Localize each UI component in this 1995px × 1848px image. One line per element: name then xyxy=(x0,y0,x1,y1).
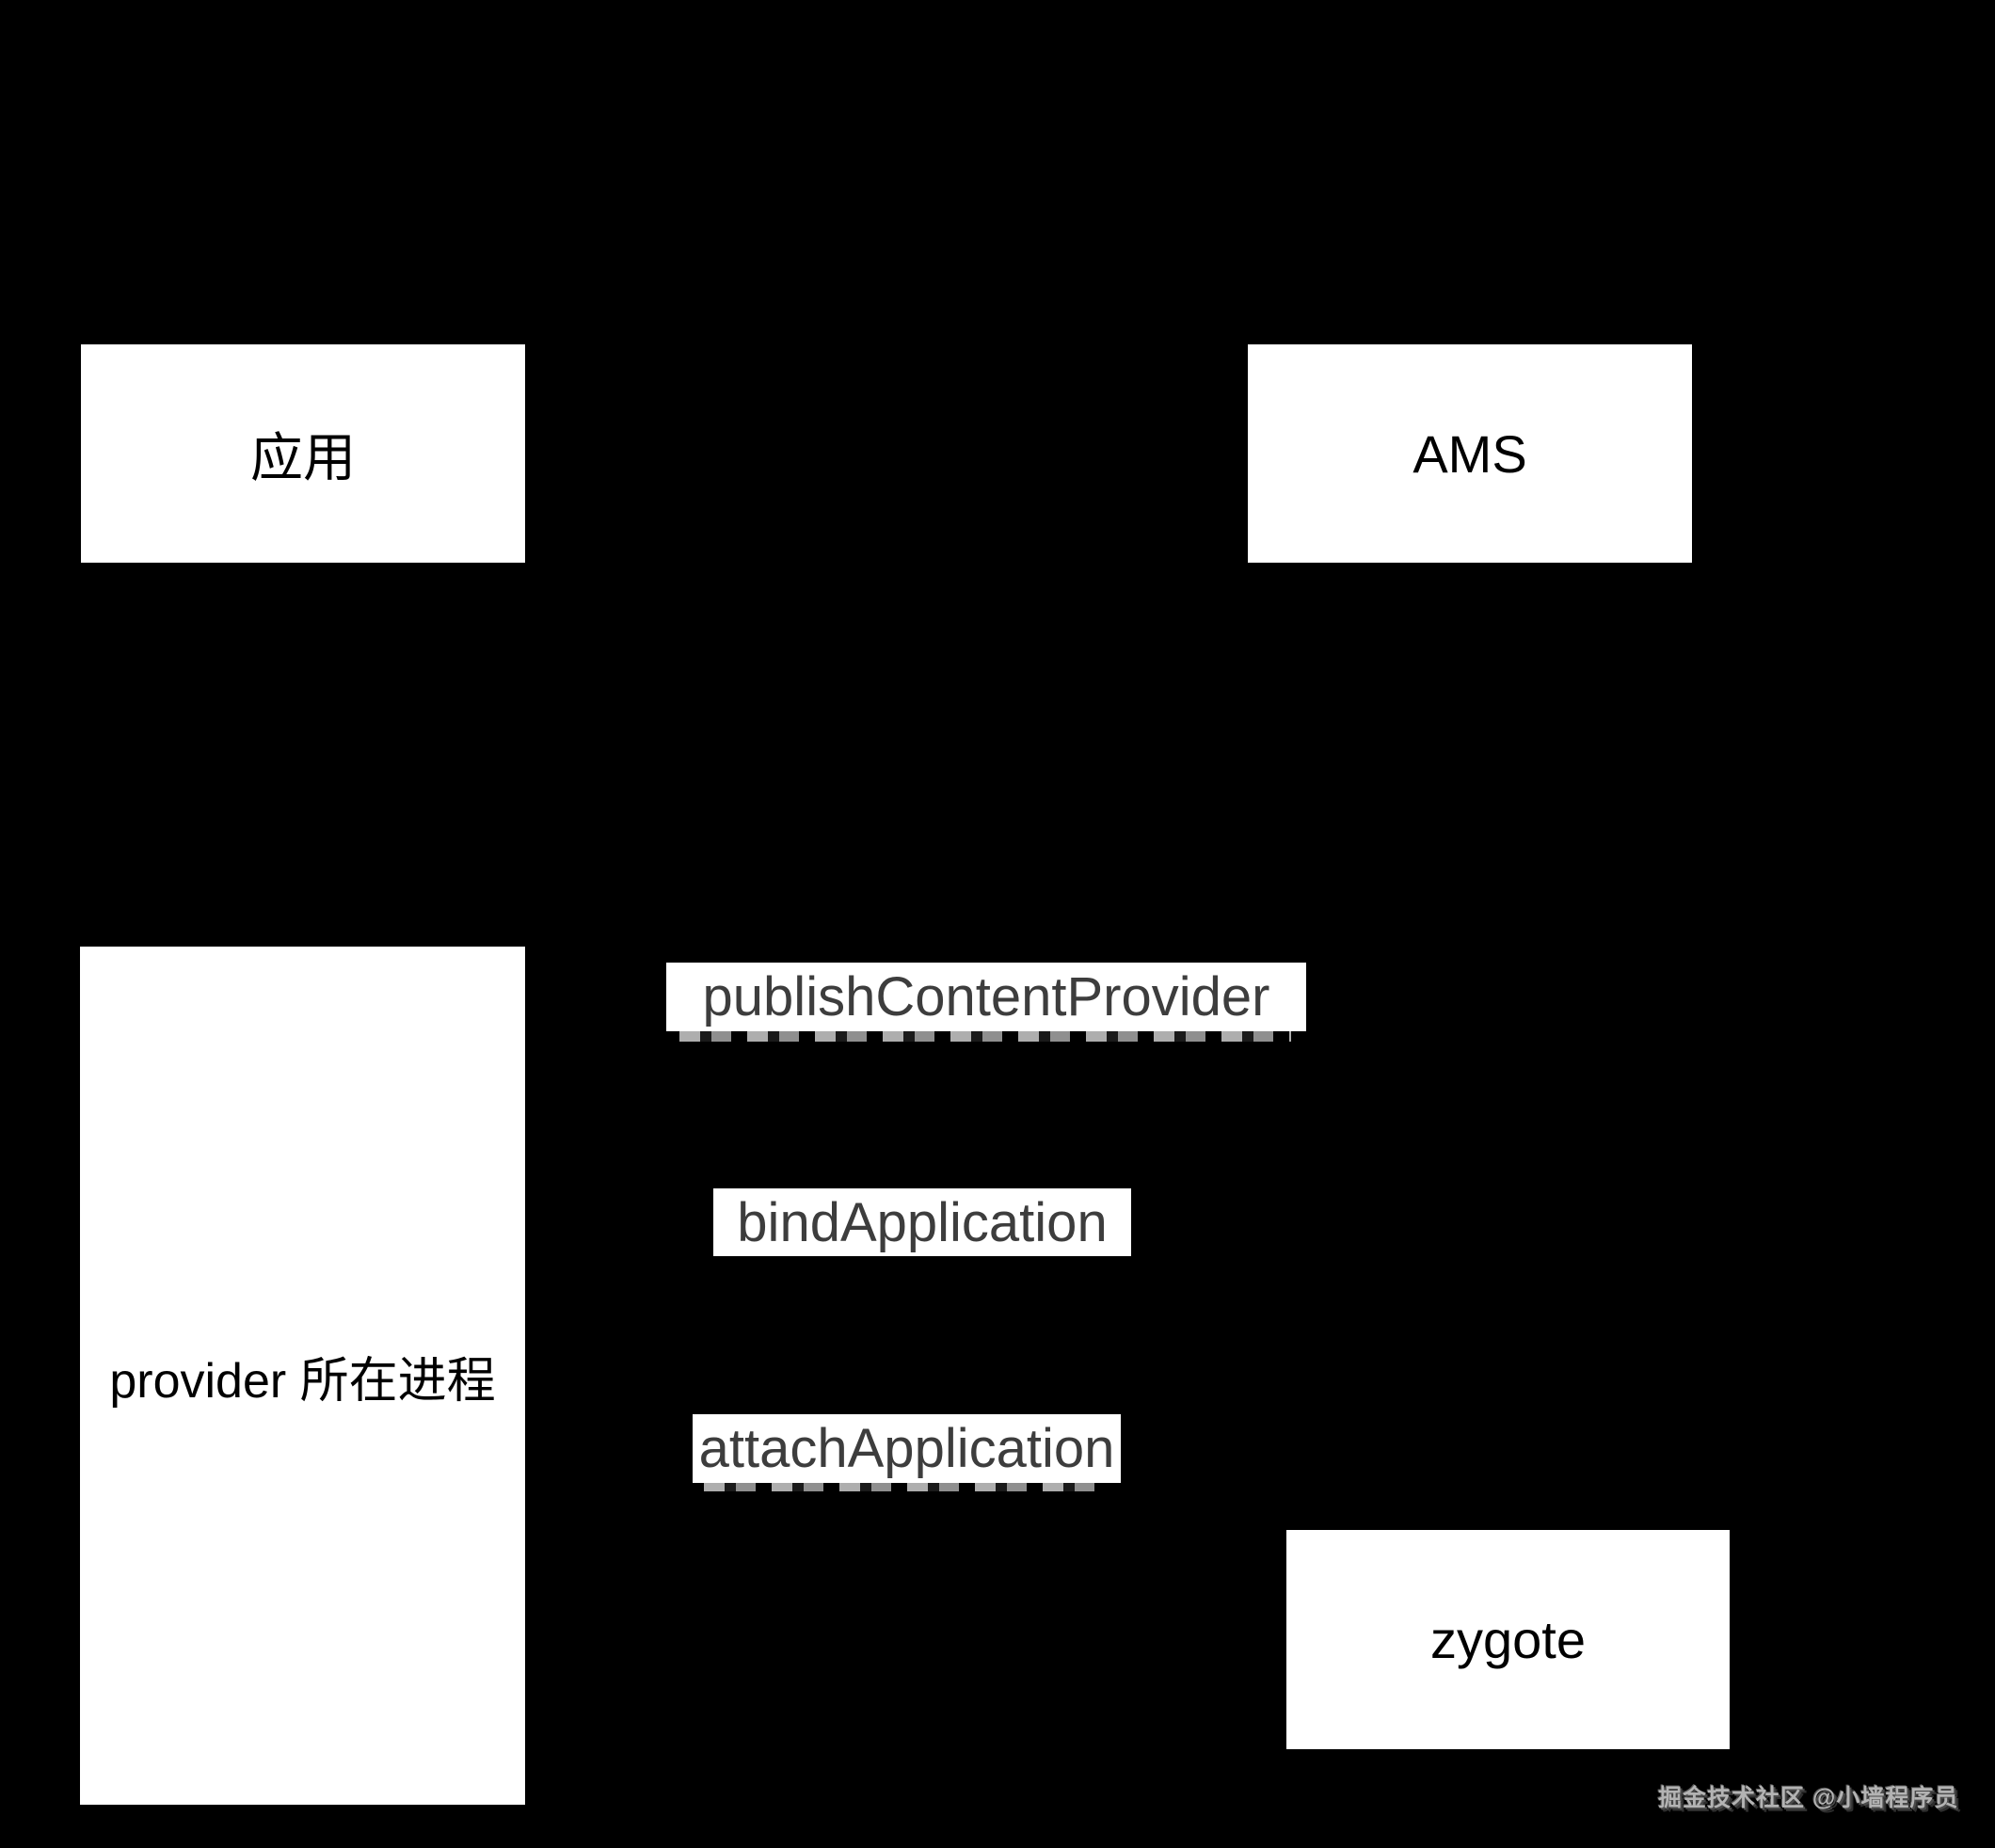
message-attach-application: attachApplication xyxy=(693,1414,1121,1483)
node-app-label: 应用 xyxy=(250,427,356,487)
message-attach-application-label: attachApplication xyxy=(698,1418,1115,1479)
node-zygote-label: zygote xyxy=(1430,1610,1586,1669)
message-publish-content-provider: publishContentProvider xyxy=(666,963,1306,1031)
node-zygote: zygote xyxy=(1286,1530,1730,1749)
node-ams: AMS xyxy=(1248,344,1692,563)
torn-edge-under-publish xyxy=(679,1031,1291,1042)
node-app-process: 应用 xyxy=(81,344,525,563)
torn-edge-under-attach xyxy=(704,1483,1109,1491)
message-bind-application: bindApplication xyxy=(713,1188,1131,1256)
node-provider-process: provider 所在进程 xyxy=(80,947,525,1805)
node-ams-label: AMS xyxy=(1412,423,1527,484)
watermark-text: 掘金技术社区 @小墙程序员 xyxy=(1658,1785,1959,1811)
node-provider-label: provider 所在进程 xyxy=(109,1353,496,1409)
message-bind-application-label: bindApplication xyxy=(737,1191,1108,1253)
message-publish-content-provider-label: publishContentProvider xyxy=(702,966,1270,1028)
